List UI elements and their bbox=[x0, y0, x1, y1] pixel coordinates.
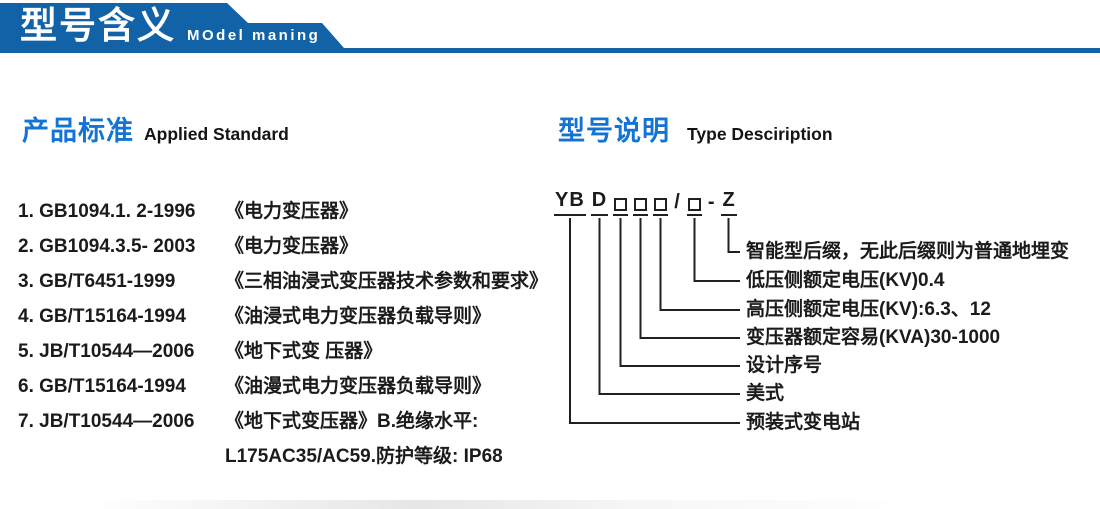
diagram-label-hv-voltage: 高压侧额定电压(KV):6.3、12 bbox=[746, 299, 991, 320]
standard-title: 《油漫式电力变压器负载导则》 bbox=[225, 376, 492, 397]
standard-title: 《地下式变 压器》 bbox=[225, 341, 383, 362]
standard-code: 7. JB/T10544—2006 bbox=[18, 411, 195, 432]
standard-title: 《三相油浸式变压器技术参数和要求》 bbox=[225, 271, 549, 292]
code-segment-dash: - bbox=[707, 191, 716, 213]
standard-code: 6. GB/T15164-1994 bbox=[18, 376, 186, 397]
standard-title: L175AC35/AC59.防护等级: IP68 bbox=[225, 446, 503, 467]
bottom-gradient bbox=[0, 500, 1100, 509]
standard-item: 7. JB/T10544—2006 《地下式变压器》B.绝缘水平: bbox=[18, 404, 548, 439]
standard-item: 2. GB1094.3.5- 2003 《电力变压器》 bbox=[18, 229, 548, 264]
square-placeholder-icon bbox=[633, 198, 649, 216]
standards-list: 1. GB1094.1. 2-1996 《电力变压器》 2. GB1094.3.… bbox=[18, 194, 548, 474]
code-segment-d: D bbox=[590, 190, 609, 216]
diagram-label-smart-suffix: 智能型后缀，无此后缀则为普通地埋变 bbox=[746, 241, 1070, 262]
diagram-connector-lines bbox=[569, 218, 740, 424]
code-segment-yb: YB bbox=[554, 190, 586, 216]
square-placeholder-icon bbox=[686, 198, 702, 216]
standard-item: 4. GB/T15164-1994 《油浸式电力变压器负载导则》 bbox=[18, 299, 548, 334]
standard-code: 4. GB/T15164-1994 bbox=[18, 306, 186, 327]
standard-item: 5. JB/T10544—2006 《地下式变 压器》 bbox=[18, 334, 548, 369]
standard-item: 1. GB1094.1. 2-1996 《电力变压器》 bbox=[18, 194, 548, 229]
page-subtitle: MOdel maning bbox=[187, 27, 321, 44]
standard-title: 《地下式变压器》B.绝缘水平: bbox=[225, 411, 479, 432]
standard-item-continuation: L175AC35/AC59.防护等级: IP68 bbox=[18, 439, 548, 474]
type-description-heading: 型号说明 Type Desciription bbox=[558, 114, 833, 148]
standard-item: 6. GB/T15164-1994 《油漫式电力变压器负载导则》 bbox=[18, 369, 548, 404]
diagram-label-prefab-substation: 预装式变电站 bbox=[746, 412, 861, 433]
applied-standard-heading-en: Applied Standard bbox=[144, 124, 289, 144]
diagram-label-design-serial: 设计序号 bbox=[746, 355, 823, 376]
model-code: YB D / - Z bbox=[554, 190, 737, 216]
applied-standard-heading: 产品标准 Applied Standard bbox=[22, 114, 289, 148]
standard-code bbox=[18, 439, 225, 474]
code-segment-slash: / bbox=[674, 191, 681, 213]
square-placeholder-icon bbox=[613, 198, 629, 216]
diagram-label-american-style: 美式 bbox=[746, 383, 785, 404]
standard-code: 2. GB1094.3.5- 2003 bbox=[18, 236, 196, 257]
standard-item: 3. GB/T6451-1999 《三相油浸式变压器技术参数和要求》 bbox=[18, 264, 548, 299]
model-code-diagram: YB D / - Z 智能型后缀，无此后缀则为普通地埋变 低压侧额定电压(KV)… bbox=[540, 185, 1100, 485]
standard-code: 3. GB/T6451-1999 bbox=[18, 271, 176, 292]
standard-title: 《电力变压器》 bbox=[225, 201, 359, 222]
diagram-label-lv-voltage: 低压侧额定电压(KV)0.4 bbox=[746, 270, 945, 291]
standard-code: 5. JB/T10544—2006 bbox=[18, 341, 195, 362]
type-description-heading-cn: 型号说明 bbox=[558, 116, 670, 146]
standard-title: 《油浸式电力变压器负载导则》 bbox=[225, 306, 492, 327]
code-segment-z: Z bbox=[721, 190, 737, 216]
type-description-heading-en: Type Desciription bbox=[687, 124, 833, 144]
square-placeholder-icon bbox=[653, 198, 669, 216]
standard-title: 《电力变压器》 bbox=[225, 236, 359, 257]
diagram-label-rated-capacity: 变压器额定容易(KVA)30-1000 bbox=[746, 327, 1001, 348]
header-banner-shape bbox=[0, 3, 1100, 53]
standard-code: 1. GB1094.1. 2-1996 bbox=[18, 201, 196, 222]
applied-standard-heading-cn: 产品标准 bbox=[22, 116, 134, 146]
page-title: 型号含义 bbox=[20, 5, 176, 46]
